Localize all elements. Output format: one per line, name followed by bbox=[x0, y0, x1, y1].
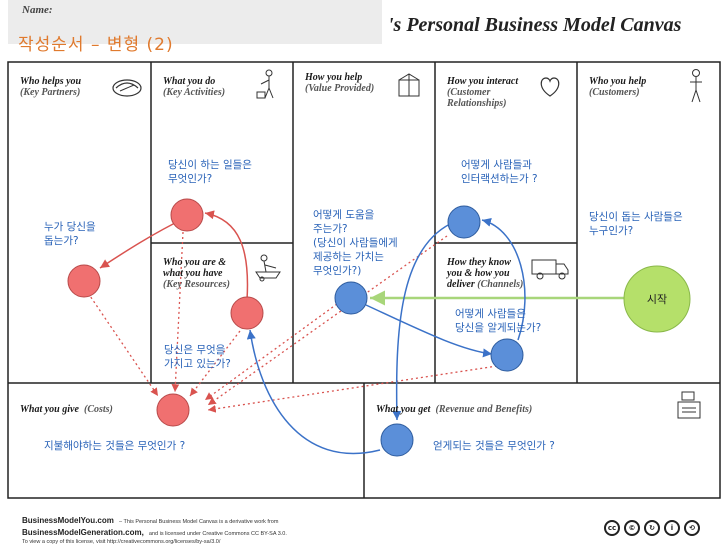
node-resources bbox=[231, 297, 263, 329]
node-channels bbox=[491, 339, 523, 371]
copy-icon: © bbox=[624, 520, 640, 536]
node-revenue bbox=[381, 424, 413, 456]
resources-sub: (Key Resources) bbox=[163, 279, 230, 290]
cost-side-nodes bbox=[68, 199, 263, 426]
costs-sub: (Costs) bbox=[84, 404, 113, 415]
relationships-sub2: Relationships) bbox=[447, 98, 518, 109]
customers-sub: (Customers) bbox=[589, 87, 646, 98]
value-sub: (Value Provided) bbox=[305, 83, 374, 94]
value-title: How you help bbox=[305, 72, 374, 83]
relationships-sub1: (Customer bbox=[447, 87, 518, 98]
node-costs bbox=[157, 394, 189, 426]
revenue-sub: (Revenue and Benefits) bbox=[436, 404, 533, 415]
footer-line3: To view a copy of this license, visit ht… bbox=[22, 538, 287, 546]
resources-title1: Who you are & bbox=[163, 257, 230, 268]
truck-icon bbox=[528, 254, 572, 282]
cash-register-icon bbox=[674, 388, 704, 422]
key-activities-title: What you do bbox=[163, 76, 225, 87]
note-revenue: 얻게되는 것들은 무엇인가 ? bbox=[433, 439, 555, 453]
relationships-title: How you interact bbox=[447, 76, 518, 87]
gift-box-icon bbox=[393, 70, 425, 100]
node-activities bbox=[171, 199, 203, 231]
key-partners-title: Who helps you bbox=[20, 76, 81, 87]
footer-brand2[interactable]: BusinessModelGeneration.com, bbox=[22, 528, 144, 537]
block-key-partners: Who helps you (Key Partners) bbox=[20, 76, 81, 98]
wheelbarrow-icon bbox=[252, 252, 284, 282]
attribution-icon: i bbox=[664, 520, 680, 536]
footer-brand1[interactable]: BusinessModelYou.com bbox=[22, 516, 114, 525]
footer-credits: BusinessModelYou.com – This Personal Bus… bbox=[22, 514, 287, 546]
block-costs: What you give (Costs) bbox=[20, 397, 113, 416]
channels-title1: How they know bbox=[447, 257, 523, 268]
block-customer-relationships: How you interact (Customer Relationships… bbox=[447, 76, 518, 109]
costs-title: What you give bbox=[20, 404, 79, 415]
key-activities-sub: (Key Activities) bbox=[163, 87, 225, 98]
block-key-resources: Who you are & what you have (Key Resourc… bbox=[163, 257, 230, 290]
cc-icon: cc bbox=[604, 520, 620, 536]
node-partners bbox=[68, 265, 100, 297]
channels-title2: you & how you bbox=[447, 268, 523, 279]
block-channels: How they know you & how you deliver (Cha… bbox=[447, 257, 523, 290]
note-costs: 지불해야하는 것들은 무엇인가 ? bbox=[44, 439, 185, 453]
node-relationships bbox=[448, 206, 480, 238]
key-partners-sub: (Key Partners) bbox=[20, 87, 81, 98]
block-customers: Who you help (Customers) bbox=[589, 76, 646, 98]
customers-title: Who you help bbox=[589, 76, 646, 87]
block-value-provided: How you help (Value Provided) bbox=[305, 72, 374, 94]
share-icon: ↻ bbox=[644, 520, 660, 536]
person-icon bbox=[686, 68, 706, 104]
footer-line1: – This Personal Business Model Canvas is… bbox=[119, 519, 278, 525]
footer-line2: and is licensed under Creative Commons C… bbox=[149, 531, 287, 537]
sharealike-icon: ⟲ bbox=[684, 520, 700, 536]
revenue-title: What you get bbox=[376, 404, 430, 415]
channels-title3: deliver (Channels) bbox=[447, 279, 523, 290]
node-value bbox=[335, 282, 367, 314]
vacuum-worker-icon bbox=[255, 68, 281, 100]
block-key-activities: What you do (Key Activities) bbox=[163, 76, 225, 98]
block-revenue: What you get (Revenue and Benefits) bbox=[376, 397, 532, 416]
handshake-icon bbox=[110, 72, 144, 100]
resources-title2: what you have bbox=[163, 268, 230, 279]
heart-hand-icon bbox=[536, 72, 564, 100]
start-label: 시작 bbox=[624, 291, 690, 307]
